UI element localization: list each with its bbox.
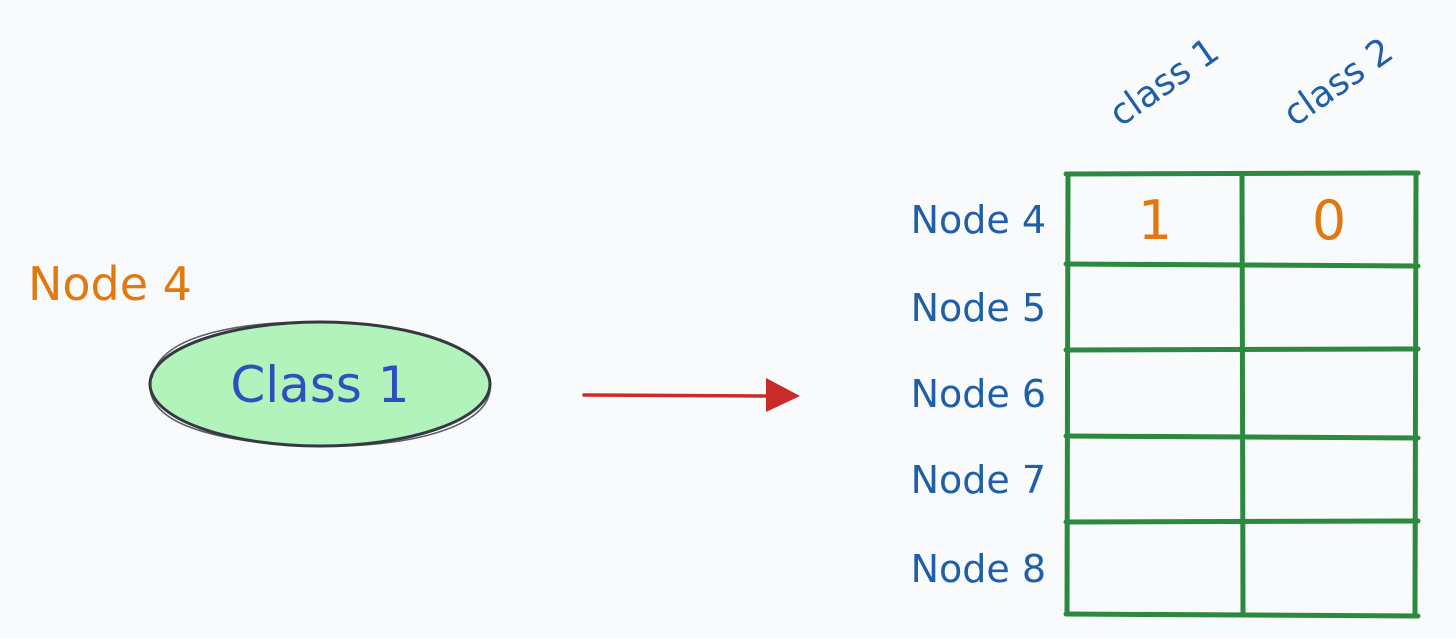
class-ellipse xyxy=(148,320,492,448)
grid-col-line xyxy=(1412,171,1419,617)
matrix-grid xyxy=(1063,170,1421,619)
arrow-right-icon xyxy=(582,378,800,412)
row-label: Node 6 xyxy=(911,372,1046,416)
row-label: Node 7 xyxy=(911,458,1046,502)
row-label: Node 5 xyxy=(911,286,1046,330)
matrix-cell-value: 0 xyxy=(1312,189,1346,252)
column-headers: class 1 class 2 xyxy=(1102,30,1401,135)
row-label: Node 8 xyxy=(911,547,1046,591)
class-label: Class 1 xyxy=(230,356,409,414)
column-header-1: class 1 xyxy=(1102,30,1227,135)
grid-col-line xyxy=(1239,171,1246,617)
matrix-cell-value: 1 xyxy=(1138,189,1172,252)
row-labels: Node 4 Node 5 Node 6 Node 7 Node 8 xyxy=(911,198,1046,591)
source-node-label: Node 4 xyxy=(28,257,192,311)
column-header-2: class 2 xyxy=(1276,30,1401,135)
grid-col-line xyxy=(1064,171,1071,617)
row-label: Node 4 xyxy=(911,198,1046,242)
